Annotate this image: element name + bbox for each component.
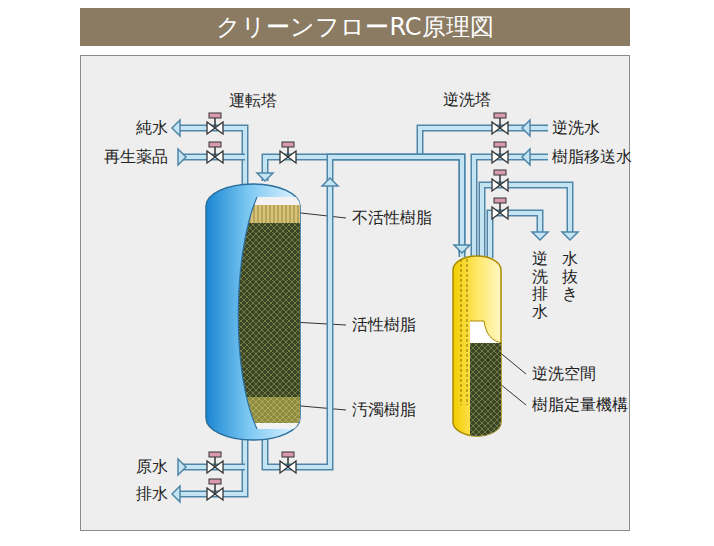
pipe-outline bbox=[178, 128, 245, 187]
flow-arrowhead bbox=[322, 178, 338, 186]
valve-handle bbox=[494, 142, 506, 147]
port-label: 逆洗水 bbox=[552, 118, 600, 137]
valve-symbol bbox=[207, 452, 223, 473]
pipe bbox=[178, 128, 245, 187]
flow-arrowhead bbox=[172, 486, 180, 502]
callout-label: 樹脂定量機構 bbox=[532, 395, 628, 414]
callout-label: 不活性樹脂 bbox=[352, 208, 432, 227]
valve-symbol bbox=[280, 452, 296, 473]
port-label: 水抜き bbox=[562, 250, 578, 303]
tank-illustration bbox=[205, 183, 301, 441]
flow-arrowhead bbox=[522, 120, 530, 136]
valve-stem bbox=[214, 146, 216, 157]
valve-symbol bbox=[492, 170, 508, 191]
port-label: 逆洗排水 bbox=[532, 250, 548, 320]
port-label: 純水 bbox=[136, 118, 168, 137]
valve-handle bbox=[494, 170, 506, 175]
pipe bbox=[178, 438, 245, 494]
valve-handle bbox=[282, 452, 294, 457]
valve-symbol bbox=[207, 479, 223, 500]
valve-stem bbox=[214, 117, 216, 128]
port-label: 樹脂移送水 bbox=[552, 147, 632, 166]
valve-body bbox=[492, 207, 508, 219]
tower-heading: 運転塔 bbox=[229, 91, 277, 110]
callout-label: 活性樹脂 bbox=[352, 315, 416, 334]
valve-body bbox=[207, 461, 223, 473]
title-text: クリーンフローRC原理図 bbox=[80, 8, 630, 46]
valve-handle bbox=[494, 113, 506, 118]
valve-stem bbox=[214, 456, 216, 467]
flow-arrowhead bbox=[178, 149, 186, 165]
valve-handle bbox=[209, 113, 221, 118]
valve-stem bbox=[214, 483, 216, 494]
tower-heading: 逆洗塔 bbox=[443, 90, 491, 109]
port-label: 排水 bbox=[136, 484, 168, 503]
callout-label: 汚濁樹脂 bbox=[352, 400, 416, 419]
valve-body bbox=[280, 151, 296, 163]
pipe-outline bbox=[482, 185, 570, 258]
valve-stem bbox=[287, 456, 289, 467]
panel bbox=[81, 56, 630, 531]
flow-arrowhead bbox=[172, 120, 180, 136]
pipe-outline bbox=[178, 438, 245, 494]
valve-body bbox=[492, 151, 508, 163]
valve-stem bbox=[287, 146, 289, 157]
valve-handle bbox=[494, 198, 506, 203]
backwash-tower: 逆洗塔 bbox=[452, 255, 502, 437]
flow-arrowhead bbox=[562, 232, 578, 240]
valve-handle bbox=[282, 142, 294, 147]
flow-arrowhead bbox=[522, 149, 530, 165]
valve-body bbox=[207, 151, 223, 163]
valve-body bbox=[492, 122, 508, 134]
valve-handle bbox=[209, 452, 221, 457]
valve-symbol bbox=[280, 142, 296, 163]
valve-stem bbox=[499, 174, 501, 185]
flow-arrowhead bbox=[257, 173, 273, 181]
pipe bbox=[482, 185, 570, 258]
port-label: 原水 bbox=[136, 457, 168, 476]
flow-arrowhead bbox=[532, 232, 548, 240]
valve-handle bbox=[209, 142, 221, 147]
valve-symbol bbox=[492, 142, 508, 163]
tank-illustration bbox=[452, 255, 502, 437]
valve-stem bbox=[499, 146, 501, 157]
valve-symbol bbox=[207, 142, 223, 163]
pipework bbox=[172, 113, 578, 502]
valve-handle bbox=[209, 479, 221, 484]
valve-body bbox=[207, 488, 223, 500]
operation-tower: 運転塔 bbox=[205, 183, 301, 441]
flow-arrowhead bbox=[454, 245, 470, 253]
valve-stem bbox=[499, 117, 501, 128]
valve-body bbox=[492, 179, 508, 191]
valve-body bbox=[280, 461, 296, 473]
flow-arrowhead bbox=[178, 459, 186, 475]
callout-label: 逆洗空間 bbox=[532, 364, 596, 383]
valve-stem bbox=[499, 202, 501, 213]
valve-body bbox=[207, 122, 223, 134]
valve-symbol bbox=[492, 113, 508, 134]
title-band bbox=[80, 8, 630, 46]
valve-symbol bbox=[207, 113, 223, 134]
port-label: 再生薬品 bbox=[104, 147, 168, 166]
valve-symbol bbox=[492, 198, 508, 219]
